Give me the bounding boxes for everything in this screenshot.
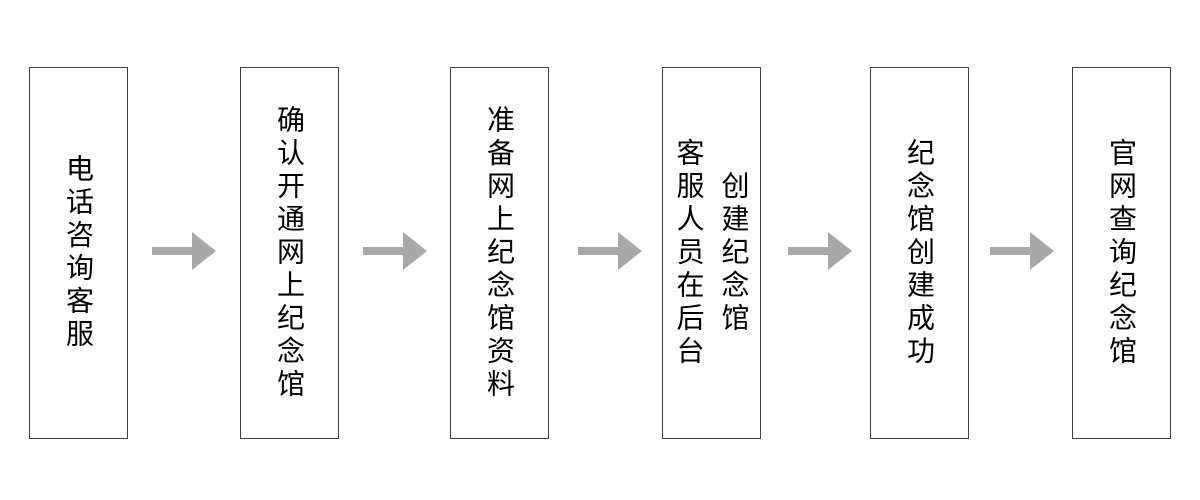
flow-step-text-line: 客服人员在后台 xyxy=(673,137,705,369)
arrow-head xyxy=(1030,232,1054,270)
arrow-shaft xyxy=(788,247,828,255)
arrow-head xyxy=(618,232,642,270)
flow-step-4-text: 客服人员在后台 创建纪念馆 xyxy=(667,138,757,369)
flow-step-text-line: 电话咨询客服 xyxy=(63,154,94,352)
arrow-shaft xyxy=(152,247,192,255)
flow-arrow-icon xyxy=(990,232,1054,270)
arrow-head xyxy=(403,232,427,270)
flow-step-text-line: 创建纪念馆 xyxy=(718,170,750,336)
flow-step-2: 确认开通网上纪念馆 xyxy=(240,67,339,439)
flow-step-text-line: 确认开通网上纪念馆 xyxy=(274,104,305,402)
flow-step-text-line: 准备网上纪念馆资料 xyxy=(484,104,515,402)
flow-step-5-text: 纪念馆创建成功 xyxy=(897,138,942,369)
flow-step-1-text: 电话咨询客服 xyxy=(56,154,101,352)
flow-arrow-icon xyxy=(788,232,852,270)
flow-step-2-text: 确认开通网上纪念馆 xyxy=(267,105,312,402)
flow-arrow-icon xyxy=(363,232,427,270)
arrow-shaft xyxy=(578,247,618,255)
flow-step-1: 电话咨询客服 xyxy=(29,67,128,439)
flow-step-text-line: 纪念馆创建成功 xyxy=(904,137,935,369)
flow-arrow-icon xyxy=(152,232,216,270)
flow-step-3: 准备网上纪念馆资料 xyxy=(450,67,549,439)
flow-step-4: 客服人员在后台 创建纪念馆 xyxy=(662,67,761,439)
arrow-head xyxy=(192,232,216,270)
arrow-head xyxy=(828,232,852,270)
flow-step-5: 纪念馆创建成功 xyxy=(870,67,969,439)
arrow-shaft xyxy=(990,247,1030,255)
flow-step-text-line: 官网查询纪念馆 xyxy=(1106,137,1137,369)
flow-arrow-icon xyxy=(578,232,642,270)
flow-step-6: 官网查询纪念馆 xyxy=(1072,67,1171,439)
flow-step-3-text: 准备网上纪念馆资料 xyxy=(477,105,522,402)
flow-step-6-text: 官网查询纪念馆 xyxy=(1099,138,1144,369)
arrow-shaft xyxy=(363,247,403,255)
